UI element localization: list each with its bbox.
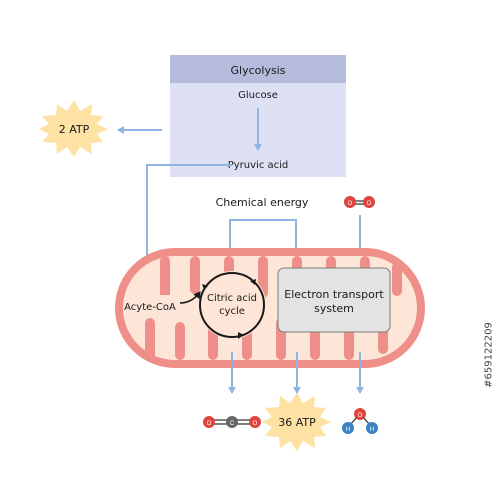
pyruvic-acid-label: Pyruvic acid (228, 160, 289, 171)
cycle-arrowhead-icon (202, 284, 208, 290)
cycle-arrowhead-icon (238, 332, 244, 339)
citric-acid-cycle: Citric acid cycle (199, 272, 265, 339)
atp-burst-large: 36 ATP (262, 393, 331, 451)
hydrogen-atom-icon (366, 422, 378, 434)
cycle-label: cycle (219, 306, 245, 317)
side-image-id-text: #659122209 (483, 322, 495, 388)
o2-atom-label: O (367, 201, 372, 207)
glycolysis-header (170, 55, 346, 83)
co2-atom-label: C (230, 421, 235, 427)
oxygen-atom-icon (203, 416, 215, 428)
co2-atom-label: O (253, 421, 258, 427)
chemical-energy-arrow (229, 219, 300, 262)
carbon-atom-icon (226, 416, 238, 428)
electron-transport-box: Electron transport system (277, 267, 391, 333)
chemical-energy-label: Chemical energy (216, 196, 309, 209)
side-image-id: #659122209 (482, 210, 496, 500)
hydrogen-atom-icon (342, 422, 354, 434)
cycle-arrowhead-icon (250, 279, 256, 285)
atp-2-label: 2 ATP (59, 123, 90, 136)
burst-icon (262, 393, 331, 451)
cycle-ring-icon (199, 272, 265, 338)
o2-atom-label: O (348, 201, 353, 207)
oxygen-atom-icon (249, 416, 261, 428)
citric-acid-label: Citric acid (207, 293, 257, 304)
burst-icon (39, 100, 108, 157)
pyruvate-to-acetyl-arrow (143, 164, 232, 291)
co2-atom-label: O (207, 421, 212, 427)
atp-burst-small: 2 ATP (39, 100, 108, 157)
atp-36-label: 36 ATP (278, 416, 316, 429)
etc-box (277, 267, 391, 333)
co2-molecule: O C O (203, 416, 261, 428)
etc-label-line2: system (314, 302, 354, 315)
oxygen-atom-icon (344, 196, 356, 208)
glycolysis-title: Glycolysis (231, 64, 286, 77)
h2o-atom-label: H (370, 427, 374, 433)
h2o-atom-label: H (346, 427, 350, 433)
oxygen-molecule: O O (344, 196, 375, 208)
acetyl-to-cycle-arrow (179, 291, 201, 304)
oxygen-atom-icon (354, 408, 366, 420)
h2o-atom-label: O (358, 413, 363, 419)
acetyl-coa-label: Acyte-CoA (124, 302, 176, 313)
etc-label-line1: Electron transport (284, 288, 384, 301)
glycolysis-box: Glycolysis Glucose Pyruvic acid (170, 55, 346, 177)
water-molecule: O H H (342, 408, 378, 434)
oxygen-atom-icon (363, 196, 375, 208)
glucose-label: Glucose (238, 90, 278, 101)
